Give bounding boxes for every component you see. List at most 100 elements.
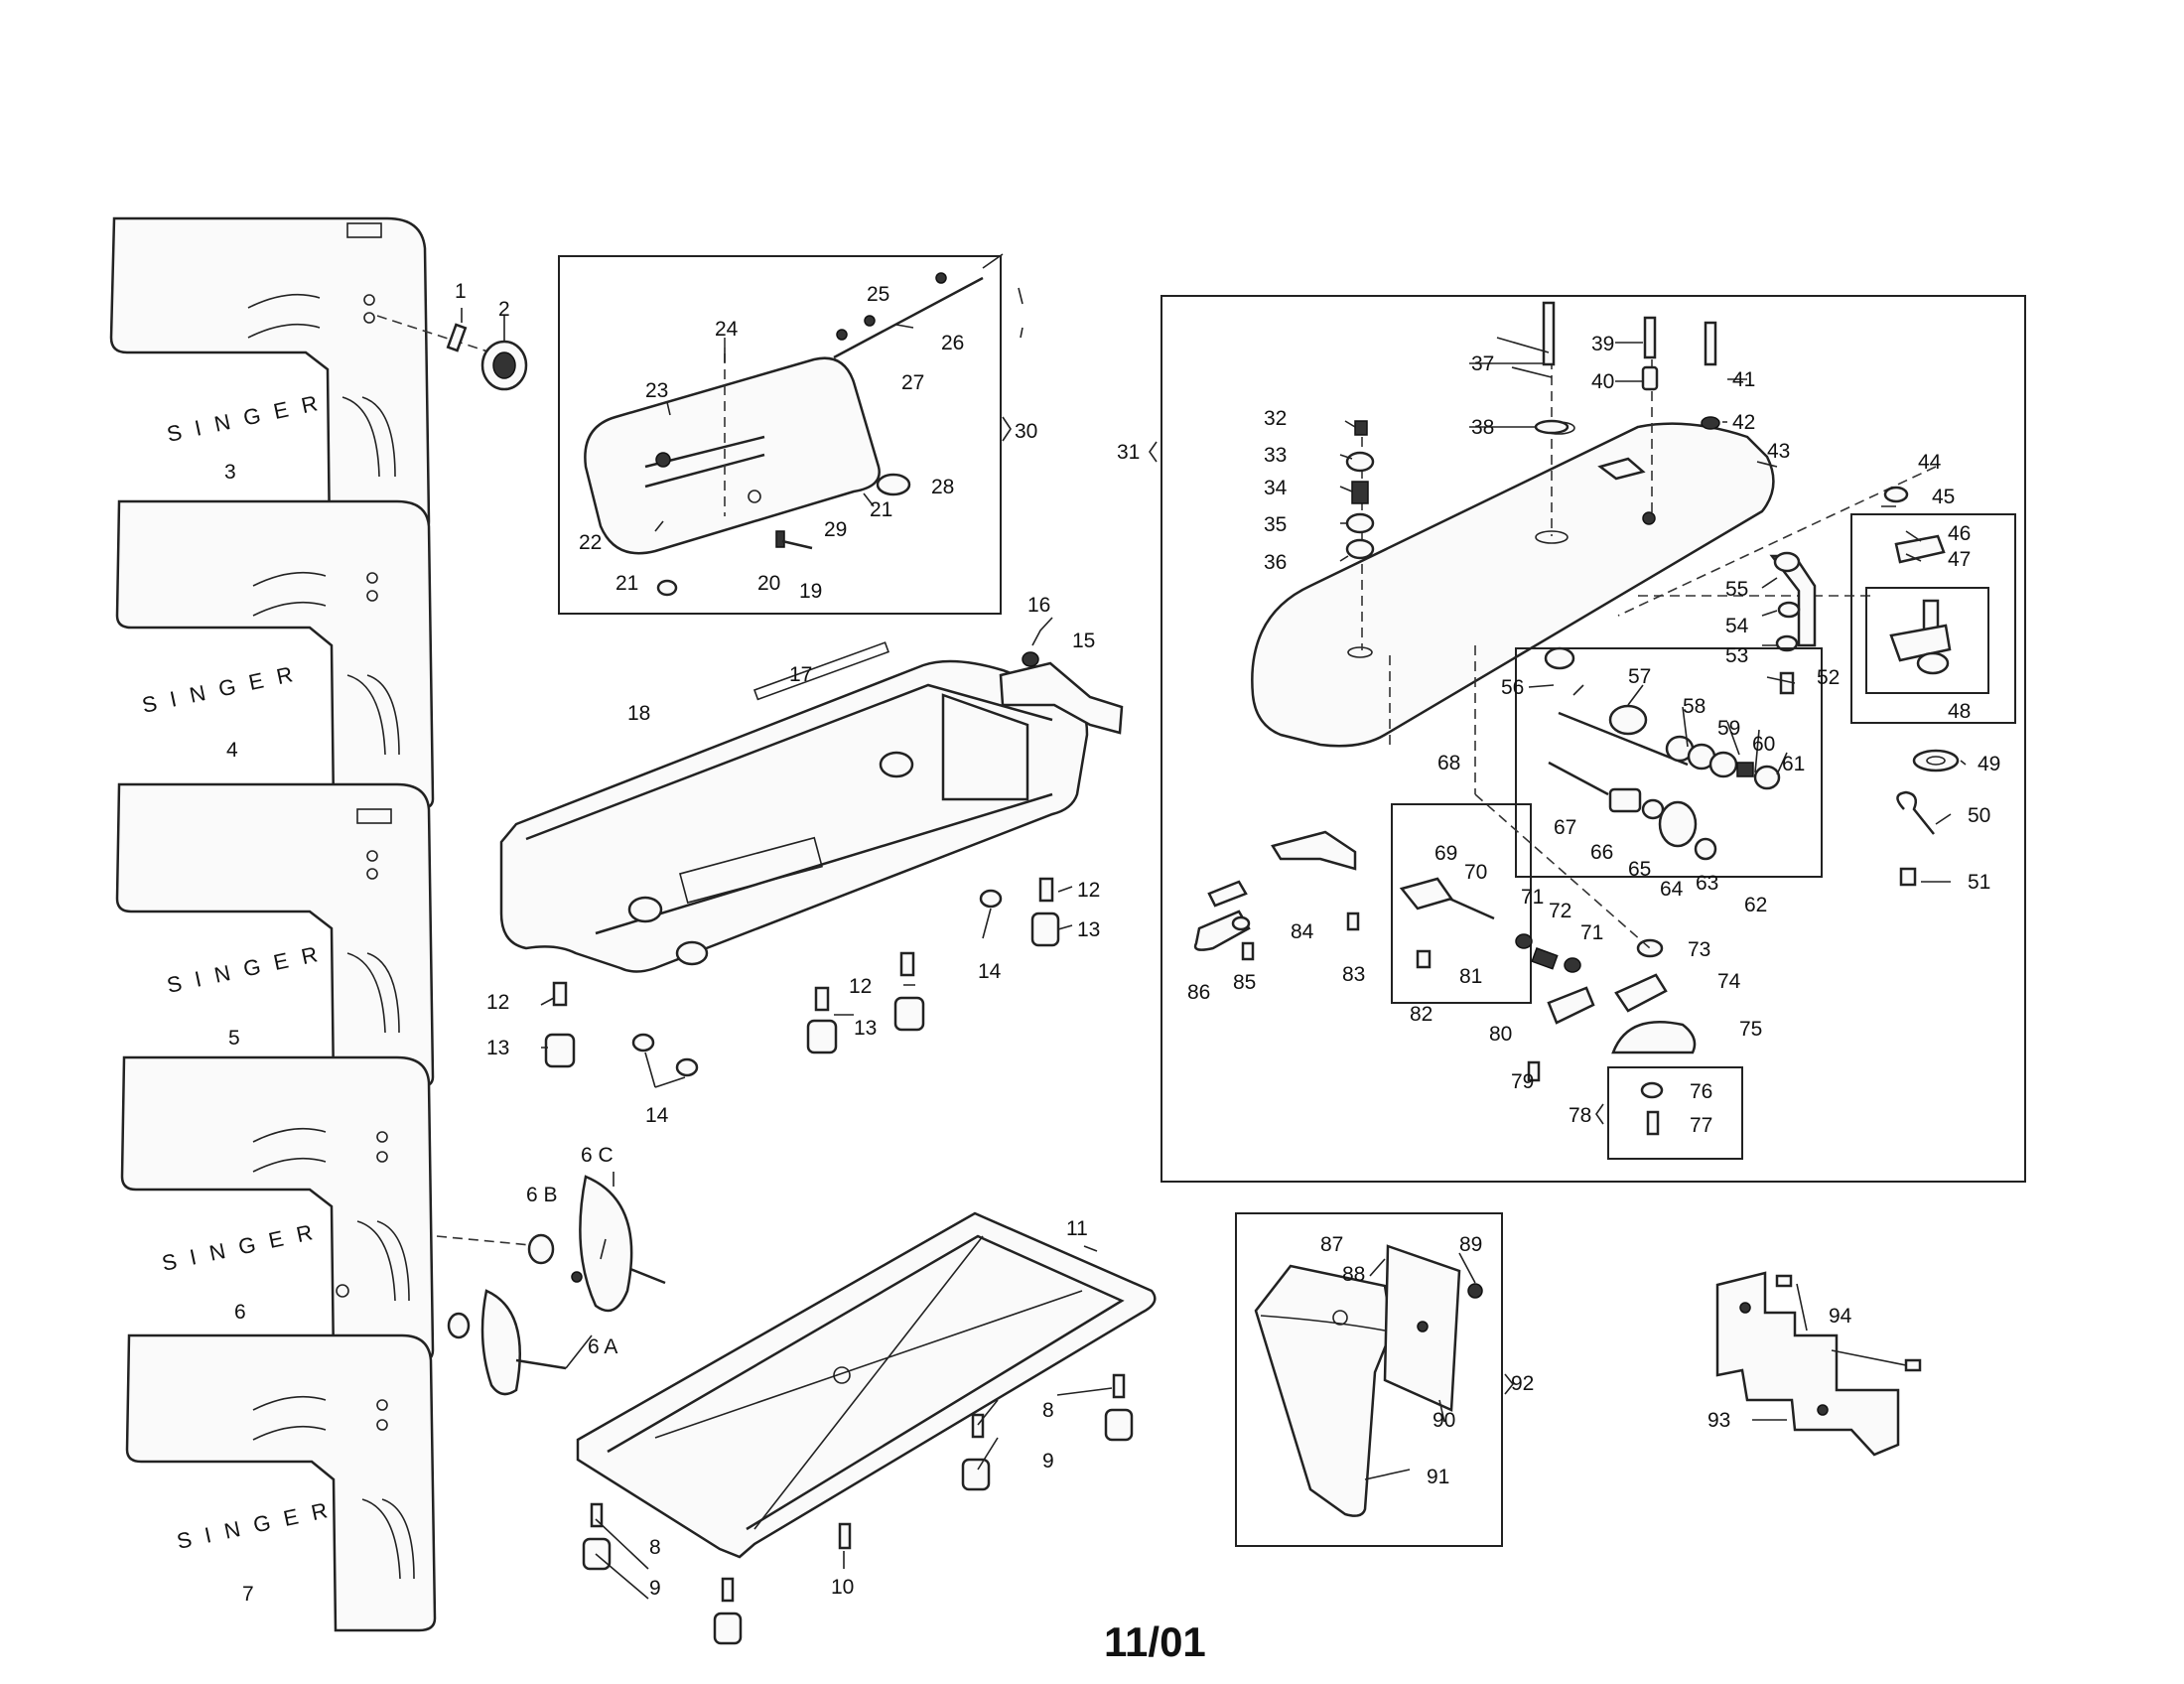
part-label-56: 56 bbox=[1501, 676, 1524, 699]
part-label-6c: 6 C bbox=[581, 1144, 614, 1167]
part-label-71b: 71 bbox=[1580, 921, 1603, 944]
part-label-50: 50 bbox=[1968, 804, 1990, 827]
part-label-14b: 14 bbox=[645, 1104, 669, 1127]
part-label-33: 33 bbox=[1264, 444, 1287, 467]
box-78 bbox=[1607, 1066, 1743, 1160]
part-label-16: 16 bbox=[1027, 594, 1050, 617]
arm-bracket-53-55 bbox=[1769, 551, 1817, 695]
part-label-45: 45 bbox=[1932, 486, 1955, 508]
part-label-85: 85 bbox=[1233, 971, 1256, 994]
part-label-2: 2 bbox=[498, 298, 510, 321]
part-label-46: 46 bbox=[1948, 522, 1971, 545]
part-label-38: 38 bbox=[1471, 416, 1494, 439]
part-label-64: 64 bbox=[1660, 878, 1684, 901]
box-81 bbox=[1391, 803, 1532, 1004]
part-label-4: 4 bbox=[226, 739, 238, 762]
part-label-10: 10 bbox=[831, 1576, 854, 1599]
box-31 bbox=[1160, 295, 2026, 1183]
part-label-34: 34 bbox=[1264, 477, 1288, 499]
side-cover-87-91 bbox=[1254, 1244, 1483, 1517]
bed-plate-assembly bbox=[584, 272, 984, 597]
part-label-87: 87 bbox=[1320, 1233, 1343, 1256]
part-label-5: 5 bbox=[228, 1027, 240, 1050]
part-label-21b: 21 bbox=[870, 498, 892, 521]
part-label-74: 74 bbox=[1717, 970, 1741, 993]
part-label-62: 62 bbox=[1744, 894, 1767, 916]
part-label-78: 78 bbox=[1569, 1104, 1591, 1127]
box-48 bbox=[1850, 513, 2016, 724]
part-label-31: 31 bbox=[1117, 441, 1140, 464]
part-label-73: 73 bbox=[1688, 938, 1710, 961]
part-label-52: 52 bbox=[1817, 666, 1840, 689]
part-label-13b: 13 bbox=[486, 1037, 509, 1059]
part-label-24: 24 bbox=[715, 318, 739, 341]
part-label-79: 79 bbox=[1511, 1070, 1534, 1093]
part-label-83: 83 bbox=[1342, 963, 1365, 986]
part-label-69: 69 bbox=[1434, 842, 1457, 865]
part-label-82: 82 bbox=[1410, 1003, 1433, 1026]
part-label-44: 44 bbox=[1918, 451, 1942, 474]
part-label-21a: 21 bbox=[615, 572, 638, 595]
part-label-13c: 13 bbox=[854, 1017, 877, 1040]
part-label-8a: 8 bbox=[1042, 1399, 1054, 1422]
part-label-67: 67 bbox=[1554, 816, 1576, 839]
part-label-15: 15 bbox=[1072, 630, 1095, 652]
part-label-54: 54 bbox=[1725, 615, 1749, 637]
part-label-76: 76 bbox=[1690, 1080, 1712, 1103]
part-label-19: 19 bbox=[799, 580, 822, 603]
part-label-6b: 6 B bbox=[526, 1184, 558, 1206]
part-label-9b: 9 bbox=[649, 1577, 661, 1600]
part-label-58: 58 bbox=[1683, 695, 1706, 718]
part-label-6a: 6 A bbox=[588, 1335, 617, 1358]
part-label-26: 26 bbox=[941, 332, 964, 354]
box-92 bbox=[1235, 1212, 1503, 1547]
part-label-20: 20 bbox=[757, 572, 780, 595]
part-label-13a: 13 bbox=[1077, 918, 1100, 941]
part-label-43: 43 bbox=[1767, 440, 1790, 463]
part-label-1: 1 bbox=[455, 280, 467, 303]
part-label-91: 91 bbox=[1427, 1466, 1449, 1488]
panel-brand-text: SINGER bbox=[160, 1216, 329, 1275]
part-label-75: 75 bbox=[1739, 1018, 1762, 1041]
part-label-59: 59 bbox=[1717, 717, 1740, 740]
part-label-8b: 8 bbox=[649, 1536, 661, 1559]
part-label-84: 84 bbox=[1291, 920, 1314, 943]
front-panel-7: SINGER bbox=[125, 1333, 437, 1632]
knob-2 bbox=[480, 340, 528, 391]
part-label-22: 22 bbox=[579, 531, 602, 554]
part-label-12b: 12 bbox=[486, 991, 509, 1014]
base-housing-18 bbox=[499, 641, 1089, 973]
part-label-72: 72 bbox=[1549, 900, 1571, 922]
part-label-66: 66 bbox=[1590, 841, 1613, 864]
part-label-81: 81 bbox=[1459, 965, 1482, 988]
part-label-57: 57 bbox=[1628, 665, 1651, 688]
part-label-12a: 12 bbox=[1077, 879, 1100, 902]
part-label-94: 94 bbox=[1829, 1305, 1852, 1328]
bottom-plate-11 bbox=[576, 1211, 1157, 1645]
part-label-55: 55 bbox=[1725, 578, 1748, 601]
front-panel-5: SINGER bbox=[115, 782, 435, 1089]
part-label-36: 36 bbox=[1264, 551, 1287, 574]
part-label-30: 30 bbox=[1015, 420, 1037, 443]
screw-1 bbox=[376, 315, 507, 358]
panel-brand-text: SINGER bbox=[165, 387, 334, 446]
part-label-89: 89 bbox=[1459, 1233, 1482, 1256]
part-label-39: 39 bbox=[1591, 333, 1614, 355]
part-label-80: 80 bbox=[1489, 1023, 1512, 1046]
tension-assembly-57-67 bbox=[1548, 704, 1781, 861]
part-label-18: 18 bbox=[627, 702, 650, 725]
bracket-93 bbox=[1715, 1271, 1922, 1457]
leader-lines bbox=[461, 253, 1967, 1600]
part-label-48: 48 bbox=[1948, 700, 1971, 723]
bracket-15 bbox=[999, 651, 1124, 735]
part-label-77: 77 bbox=[1690, 1114, 1712, 1137]
part-label-70: 70 bbox=[1464, 861, 1487, 884]
part-label-17: 17 bbox=[789, 663, 812, 686]
part-label-25: 25 bbox=[867, 283, 889, 306]
panel-brand-text: SINGER bbox=[140, 658, 309, 717]
front-panel-4: SINGER bbox=[115, 499, 435, 811]
part-label-53: 53 bbox=[1725, 644, 1748, 667]
part-label-60: 60 bbox=[1752, 733, 1775, 756]
footer-date-code: 11/01 bbox=[1104, 1618, 1206, 1665]
part-label-92: 92 bbox=[1511, 1372, 1534, 1395]
